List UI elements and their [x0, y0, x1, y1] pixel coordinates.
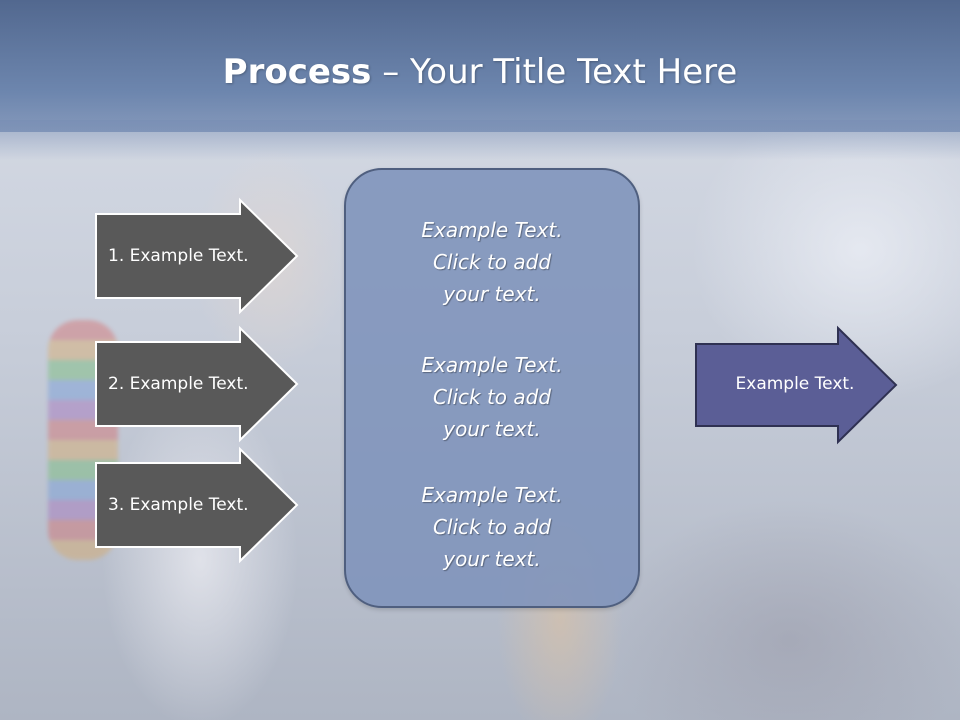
center-text-line: your text. [443, 547, 541, 571]
step-arrow-1[interactable] [94, 197, 300, 315]
step-label-1: 1. Example Text. [108, 246, 249, 266]
center-text-line: Click to add [432, 515, 552, 539]
title-bar [0, 0, 960, 132]
slide-title-rest: Your Title Text Here [410, 52, 738, 92]
result-label: Example Text. [735, 374, 855, 394]
step-arrow-3[interactable] [94, 446, 300, 564]
center-text-line: Example Text. [421, 483, 563, 507]
center-text-box[interactable]: Example Text. Click to add your text. Ex… [344, 168, 640, 608]
title-bar-fade [0, 120, 960, 160]
center-text-item-2: Example Text. Click to add your text. [346, 349, 638, 445]
center-text-item-3: Example Text. Click to add your text. [346, 479, 638, 575]
slide-title-separator: – [371, 52, 411, 92]
result-arrow[interactable] [694, 325, 900, 445]
step-arrow-2[interactable] [94, 325, 300, 443]
step-label-2: 2. Example Text. [108, 374, 249, 394]
slide-title-bold: Process [222, 52, 372, 92]
center-text-item-1: Example Text. Click to add your text. [346, 214, 638, 310]
center-text-line: your text. [443, 417, 541, 441]
center-text-line: Example Text. [421, 353, 563, 377]
center-text-line: your text. [443, 282, 541, 306]
slide-title[interactable]: Process – Your Title Text Here [0, 52, 960, 92]
step-label-3: 3. Example Text. [108, 495, 249, 515]
center-text-line: Click to add [432, 250, 552, 274]
center-text-line: Click to add [432, 385, 552, 409]
center-text-line: Example Text. [421, 218, 563, 242]
